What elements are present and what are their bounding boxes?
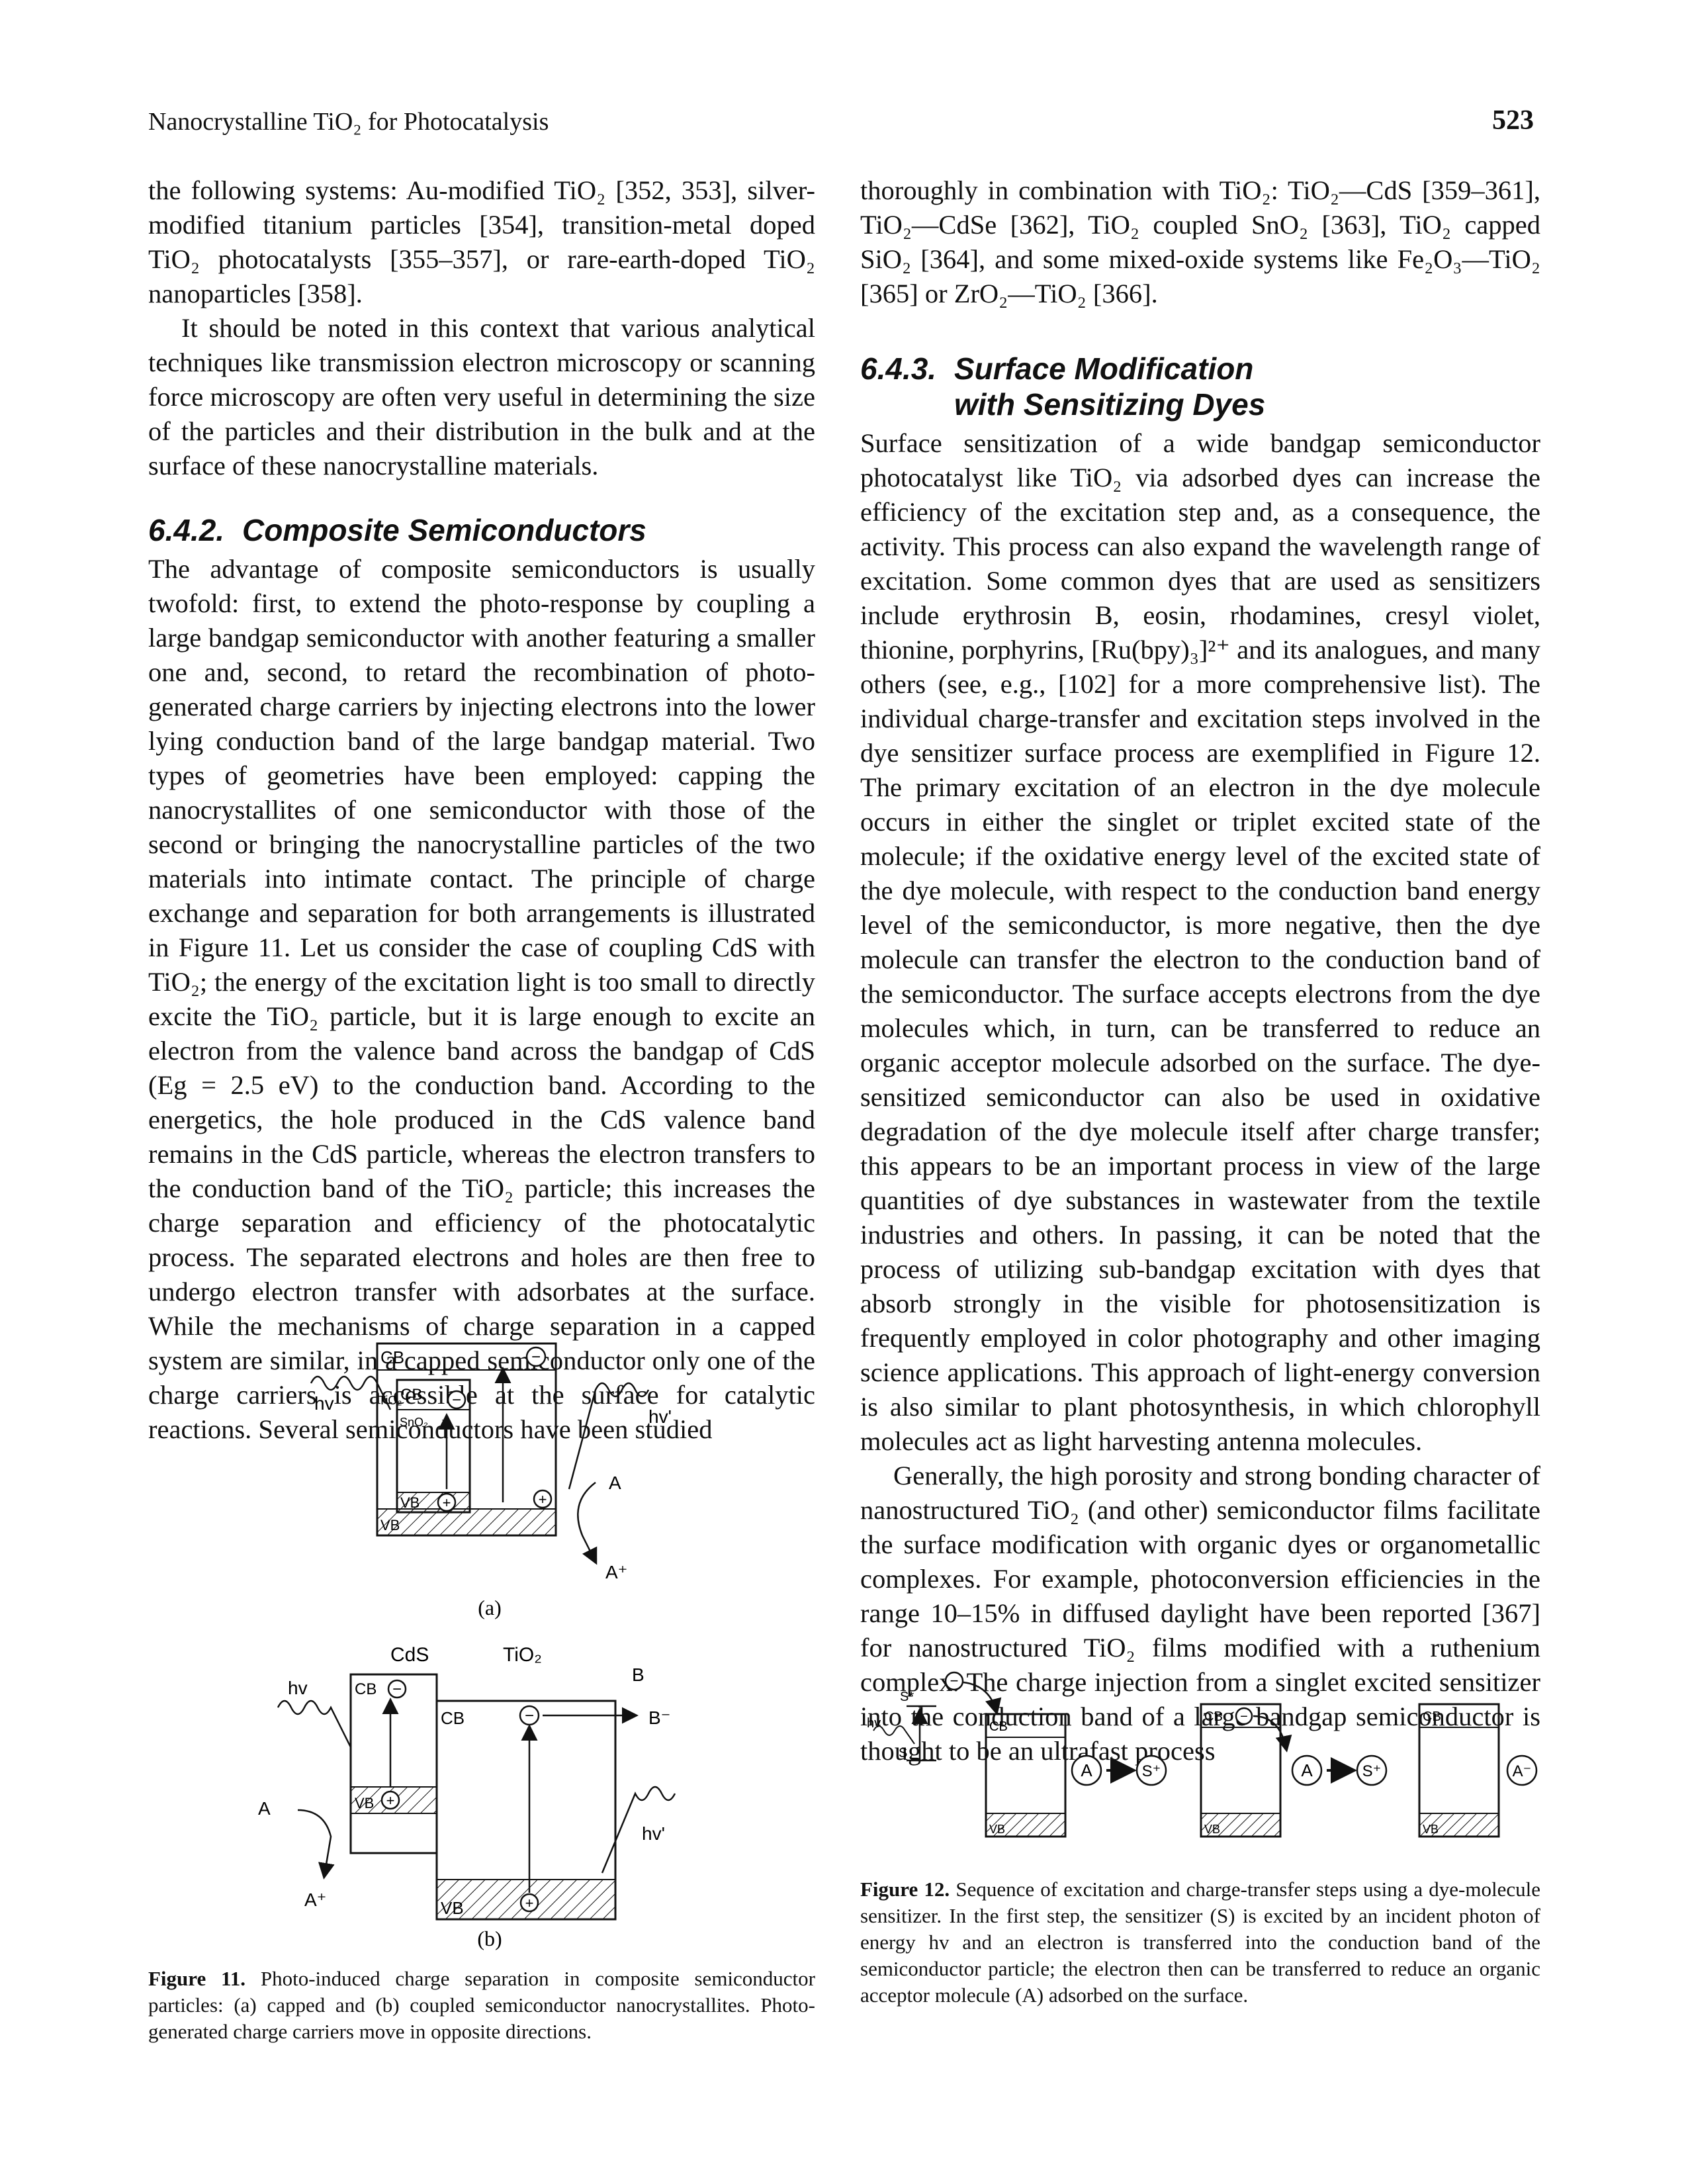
fig12-label-a-2: A	[1301, 1760, 1313, 1780]
section-title: Composite Semiconductors	[242, 513, 646, 547]
fig12-label-a-1: A	[1081, 1760, 1092, 1780]
running-title: Nanocrystalline TiO₂ for Photocatalysis	[148, 108, 549, 136]
left-column: the following systems: Au-modified TiO₂ …	[148, 173, 815, 1447]
fig12-label-a-minus: A⁻	[1513, 1762, 1532, 1780]
fig11a-label-sno2: SnO₂	[400, 1416, 428, 1429]
fig11a-label-vb-inner: VB	[400, 1494, 420, 1511]
section-number: 6.4.3.	[860, 351, 937, 386]
figure-11b-panel: CdS TiO₂ CB CB VB VB hv hv' − − + + B B⁻…	[258, 1644, 676, 1950]
fig11b-label-cb-cds: CB	[355, 1680, 377, 1698]
fig11a-label-tio2: TiO₂	[378, 1394, 402, 1407]
fig11a-label-a-plus: A⁺	[605, 1562, 627, 1582]
fig12-electron-2: −	[1240, 1709, 1248, 1724]
fig11a-label-cb-outer: CB	[380, 1347, 404, 1367]
fig11b-label-vb-cds: VB	[355, 1795, 374, 1811]
fig12-label-cb-3: CB	[1423, 1709, 1441, 1724]
fig12-label-vb-1: VB	[989, 1823, 1005, 1836]
figure-11-caption-text: Photo-induced charge separation in compo…	[148, 1967, 815, 2043]
fig11b-label-tio2: TiO₂	[503, 1644, 542, 1666]
fig11b-electron-2: −	[525, 1707, 534, 1725]
fig11b-label-hv-prime: hv'	[642, 1823, 665, 1844]
figure-11-caption: Figure 11. Photo-induced charge separati…	[148, 1966, 815, 2045]
fig11b-label-b-minus: B⁻	[648, 1707, 670, 1728]
right-column: thoroughly in combination with TiO₂: TiO…	[860, 173, 1540, 1768]
fig11b-label-cb-tio2: CB	[441, 1708, 465, 1728]
fig11a-label-hv: hv	[314, 1393, 334, 1414]
fig11a-electron-1: −	[452, 1391, 461, 1409]
section-title-line-2: with Sensitizing Dyes	[954, 387, 1266, 422]
fig12-label-s-star: S*	[900, 1690, 914, 1704]
left-paragraph-1: the following systems: Au-modified TiO₂ …	[148, 175, 815, 308]
figure-12-caption: Figure 12. Sequence of excitation and ch…	[860, 1876, 1540, 2009]
fig12-label-s-plus-2: S⁺	[1362, 1762, 1382, 1780]
section-heading-6-4-3: 6.4.3. Surface Modification with Sensitiz…	[860, 351, 1540, 422]
right-paragraph-2: Surface sensitization of a wide bandgap …	[860, 428, 1540, 1456]
fig11b-hole-1: +	[386, 1792, 395, 1809]
figure-12-diagram: S* hv S − CB VB A S⁺ CB − VB A S⁺ CB VB …	[867, 1671, 1538, 1838]
figure-12-caption-label: Figure 12.	[860, 1878, 950, 1901]
fig12-label-vb-2: VB	[1204, 1823, 1220, 1836]
fig12-electron-1: −	[950, 1672, 959, 1689]
fig11b-label-a-plus: A⁺	[304, 1889, 326, 1910]
fig11b-label-a: A	[258, 1798, 271, 1819]
fig11a-electron-2: −	[531, 1348, 541, 1366]
fig12-label-hv: hv	[867, 1716, 881, 1731]
figure-12-caption-text: Sequence of excitation and charge-transf…	[860, 1878, 1541, 2007]
fig12-label-cb-1: CB	[989, 1719, 1008, 1734]
fig11a-hole-1: +	[443, 1494, 451, 1511]
left-paragraph-2: It should be noted in this context that …	[148, 313, 815, 480]
page-number: 523	[1492, 105, 1534, 136]
fig11b-label-hv: hv	[288, 1678, 308, 1698]
section-heading-6-4-2: 6.4.2. Composite Semiconductors	[148, 512, 815, 548]
fig12-label-cb-2: CB	[1204, 1709, 1223, 1724]
fig11a-label-cb-inner: CB	[400, 1386, 422, 1404]
left-paragraph-3: The advantage of composite semiconductor…	[148, 554, 815, 1444]
fig12-label-s: S	[899, 1746, 907, 1760]
section-title-line-1: Surface Modification	[954, 351, 1254, 386]
figure-11-caption-label: Figure 11.	[148, 1967, 246, 1990]
fig11b-sublabel: (b)	[477, 1927, 502, 1950]
fig12-label-s-plus-1: S⁺	[1142, 1762, 1161, 1780]
fig11a-sublabel: (a)	[478, 1596, 502, 1619]
fig11a-label-vb-outer: VB	[380, 1517, 400, 1533]
fig12-label-vb-3: VB	[1423, 1823, 1439, 1836]
right-paragraph-1: thoroughly in combination with TiO₂: TiO…	[860, 175, 1540, 308]
fig11a-label-a: A	[609, 1473, 621, 1493]
fig11b-label-cds: CdS	[390, 1644, 429, 1666]
fig11b-label-b: B	[632, 1664, 644, 1685]
fig11b-label-vb-tio2: VB	[441, 1898, 464, 1918]
fig11b-electron-1: −	[392, 1680, 402, 1698]
fig11a-hole-2: +	[539, 1491, 547, 1508]
fig11b-hole-2: +	[525, 1895, 534, 1911]
section-number: 6.4.2.	[148, 513, 225, 547]
figure-11-diagram: CB TiO₂ CB SnO₂ VB VB hv hv' − − + + A A…	[258, 1342, 676, 1950]
figure-11a-panel: CB TiO₂ CB SnO₂ VB VB hv hv' − − + + A A…	[310, 1342, 672, 1619]
fig11a-label-hv-prime: hv'	[648, 1406, 672, 1427]
